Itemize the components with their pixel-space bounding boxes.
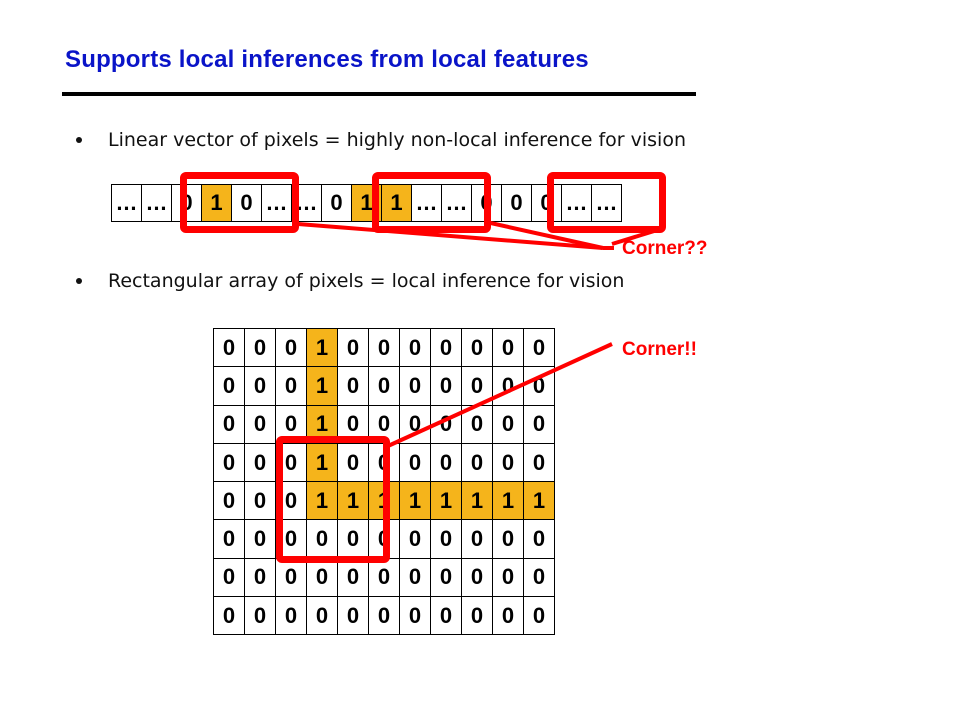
grid-cell: 0: [369, 558, 400, 598]
grid-cell: 1: [307, 329, 338, 368]
grid-cell: 0: [400, 329, 431, 368]
grid-cell: 0: [214, 367, 245, 406]
grid-cell: 1: [400, 482, 431, 521]
grid-cell: 0: [307, 597, 338, 636]
grid-cell: 0: [400, 443, 431, 483]
grid-cell: 0: [276, 329, 307, 368]
bullet-dot-icon: [76, 278, 82, 284]
grid-cell: 1: [307, 367, 338, 406]
grid-cell: 0: [276, 558, 307, 598]
bullet-rectangular-text: Rectangular array of pixels = local infe…: [108, 270, 625, 292]
grid-cell: 0: [493, 329, 524, 368]
grid-cell: 0: [245, 367, 276, 406]
vector-cell: 1: [201, 184, 232, 222]
linear-highlight-box-1: [180, 172, 299, 233]
grid-cell: 0: [245, 329, 276, 368]
grid-cell: 0: [214, 443, 245, 483]
grid-cell: 1: [524, 482, 555, 521]
slide-title: Supports local inferences from local fea…: [65, 46, 589, 73]
grid-cell: 0: [276, 367, 307, 406]
grid-cell: 0: [431, 558, 462, 598]
vector-cell: …: [591, 184, 622, 222]
linear-highlight-box-2: [372, 172, 491, 233]
grid-cell: 0: [214, 329, 245, 368]
grid-cell: 0: [431, 597, 462, 636]
vector-cell: 1: [381, 184, 412, 222]
grid-cell: 0: [338, 405, 369, 444]
bullet-rectangular: Rectangular array of pixels = local infe…: [76, 270, 624, 292]
grid-cell: 0: [276, 597, 307, 636]
grid-cell: 0: [524, 558, 555, 598]
grid-cell: 0: [493, 405, 524, 444]
linear-highlight-box-3: [547, 172, 666, 233]
grid-cell: 0: [307, 558, 338, 598]
grid-cell: 0: [276, 482, 307, 521]
corner-question-label: Corner??: [622, 238, 708, 259]
pointer-line-2: [485, 220, 604, 250]
grid-cell: 0: [462, 520, 493, 559]
grid-cell: 0: [214, 520, 245, 559]
grid-cell: 1: [307, 443, 338, 483]
grid-cell: 0: [493, 597, 524, 636]
grid-cell: 0: [400, 558, 431, 598]
grid-cell: 0: [493, 443, 524, 483]
grid-cell: 0: [276, 405, 307, 444]
grid-cell: 0: [462, 558, 493, 598]
grid-cell: 0: [338, 443, 369, 483]
bullet-dot-icon: [76, 137, 82, 143]
pointer-line-grid: [387, 342, 613, 448]
grid-cell: 0: [431, 367, 462, 406]
grid-cell: 0: [245, 443, 276, 483]
grid-cell: 0: [431, 329, 462, 368]
grid-cell: 0: [462, 405, 493, 444]
grid-cell: 0: [493, 520, 524, 559]
grid-cell: 0: [245, 520, 276, 559]
grid-cell: 0: [431, 520, 462, 559]
bullet-linear-text: Linear vector of pixels = highly non-loc…: [108, 129, 687, 151]
grid-cell: 0: [369, 597, 400, 636]
title-underline: [62, 92, 696, 96]
grid-cell: 0: [214, 558, 245, 598]
grid-cell: 0: [214, 482, 245, 521]
grid-cell: 0: [524, 405, 555, 444]
grid-cell: 0: [245, 558, 276, 598]
grid-cell: 0: [431, 443, 462, 483]
grid-cell: 1: [493, 482, 524, 521]
grid-cell: 1: [338, 482, 369, 521]
grid-cell: 1: [431, 482, 462, 521]
grid-cell: 0: [400, 520, 431, 559]
grid-cell: 0: [369, 329, 400, 368]
grid-cell: 0: [524, 329, 555, 368]
grid-cell: 0: [462, 597, 493, 636]
corner-exclaim-label: Corner!!: [622, 339, 697, 360]
grid-cell: 0: [462, 329, 493, 368]
grid-cell: 0: [400, 597, 431, 636]
grid-cell: 0: [400, 367, 431, 406]
grid-cell: 1: [462, 482, 493, 521]
grid-cell: 0: [462, 443, 493, 483]
grid-cell: 0: [245, 482, 276, 521]
grid-cell: 0: [493, 558, 524, 598]
grid-cell: 1: [307, 482, 338, 521]
pointer-line-1: [297, 222, 604, 250]
grid-cell: 0: [338, 597, 369, 636]
pointer-line-4: [611, 226, 665, 246]
bullet-linear: Linear vector of pixels = highly non-loc…: [76, 129, 686, 151]
grid-cell: 0: [338, 558, 369, 598]
grid-highlight-box: [276, 436, 390, 563]
grid-cell: 0: [214, 405, 245, 444]
grid-cell: 0: [524, 443, 555, 483]
grid-cell: 0: [245, 405, 276, 444]
grid-cell: 0: [369, 367, 400, 406]
grid-cell: 0: [276, 443, 307, 483]
grid-cell: 0: [524, 520, 555, 559]
grid-cell: 0: [338, 329, 369, 368]
grid-cell: 0: [214, 597, 245, 636]
grid-cell: 0: [338, 367, 369, 406]
grid-cell: 0: [245, 597, 276, 636]
grid-cell: 0: [524, 597, 555, 636]
